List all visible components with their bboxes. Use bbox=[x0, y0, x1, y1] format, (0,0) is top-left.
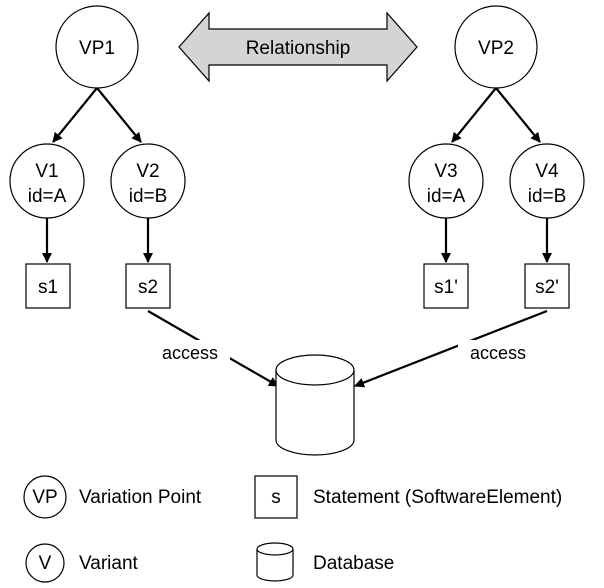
relationship-label: Relationship bbox=[246, 38, 351, 59]
variant-name: V4 bbox=[535, 161, 559, 182]
variant-v3: V3 id=A bbox=[408, 143, 484, 219]
statement-box bbox=[524, 263, 570, 309]
edge-vp1-v1 bbox=[52, 87, 98, 143]
legend-statement: s Statement (SoftwareElement) bbox=[254, 475, 562, 519]
statement-legend-icon bbox=[254, 475, 298, 519]
variant-statement-edges bbox=[42, 218, 552, 263]
statement-label: s1 bbox=[38, 277, 58, 298]
statement-box bbox=[125, 263, 171, 309]
edge-vp1-v2 bbox=[96, 87, 142, 143]
statement-s1: s1 bbox=[25, 263, 71, 309]
legend: VP Variation Point s Statement (Software… bbox=[23, 475, 562, 583]
variation-point-legend-icon bbox=[23, 475, 67, 519]
variant-id: id=A bbox=[427, 186, 466, 207]
variant-v4: V4 id=B bbox=[509, 143, 585, 219]
variant-name: V2 bbox=[136, 161, 159, 182]
legend-database-label: Database bbox=[313, 553, 394, 574]
variant-id: id=B bbox=[528, 186, 567, 207]
database bbox=[275, 354, 355, 456]
database-cylinder-body bbox=[275, 370, 355, 456]
legend-variation-point: VP Variation Point bbox=[23, 475, 202, 519]
variant-v1: V1 id=A bbox=[9, 143, 85, 219]
access-label-background bbox=[150, 340, 230, 364]
statement-box bbox=[423, 263, 469, 309]
relationship-arrow: Relationship bbox=[178, 11, 418, 83]
statement-box bbox=[25, 263, 71, 309]
database-legend-body bbox=[256, 549, 294, 582]
statement-s2-prime: s2' bbox=[524, 263, 570, 309]
variation-point-label: VP2 bbox=[478, 38, 514, 59]
statement-label: s2' bbox=[535, 277, 559, 298]
double-arrow-icon bbox=[178, 11, 418, 83]
variant-id: id=B bbox=[129, 186, 168, 207]
legend-statement-symbol: s bbox=[271, 487, 281, 508]
variation-point-vp2: VP2 bbox=[454, 5, 538, 89]
database-legend-icon bbox=[256, 542, 294, 582]
statement-label: s1' bbox=[434, 277, 458, 298]
legend-statement-label: Statement (SoftwareElement) bbox=[313, 487, 562, 508]
legend-database: Database bbox=[256, 542, 394, 582]
statement-s2: s2 bbox=[125, 263, 171, 309]
database-legend-top bbox=[256, 542, 294, 556]
variant-name: V1 bbox=[35, 161, 58, 182]
access-label-background bbox=[458, 340, 538, 364]
legend-variant-label: Variant bbox=[79, 553, 139, 574]
variant-v2: V2 id=B bbox=[110, 143, 186, 219]
edge-vp2-v3 bbox=[451, 87, 497, 143]
legend-variant-symbol: V bbox=[39, 553, 52, 574]
variant-id: id=A bbox=[28, 186, 67, 207]
variant-name: V3 bbox=[434, 161, 457, 182]
variation-point-label: VP1 bbox=[79, 38, 115, 59]
variation-point-vp1: VP1 bbox=[55, 5, 139, 89]
variant-legend-icon bbox=[25, 543, 65, 583]
access-label-right: access bbox=[470, 343, 526, 363]
edge-s2p-database bbox=[354, 309, 548, 388]
vp-variant-edges bbox=[52, 87, 541, 143]
statement-s1-prime: s1' bbox=[423, 263, 469, 309]
legend-vp-label: Variation Point bbox=[79, 487, 202, 508]
database-cylinder-top bbox=[275, 354, 355, 386]
legend-vp-symbol: VP bbox=[32, 487, 57, 508]
edge-vp2-v4 bbox=[495, 87, 541, 143]
access-label-left: access bbox=[162, 343, 218, 363]
statement-label: s2 bbox=[138, 277, 158, 298]
legend-variant: V Variant bbox=[25, 543, 139, 583]
